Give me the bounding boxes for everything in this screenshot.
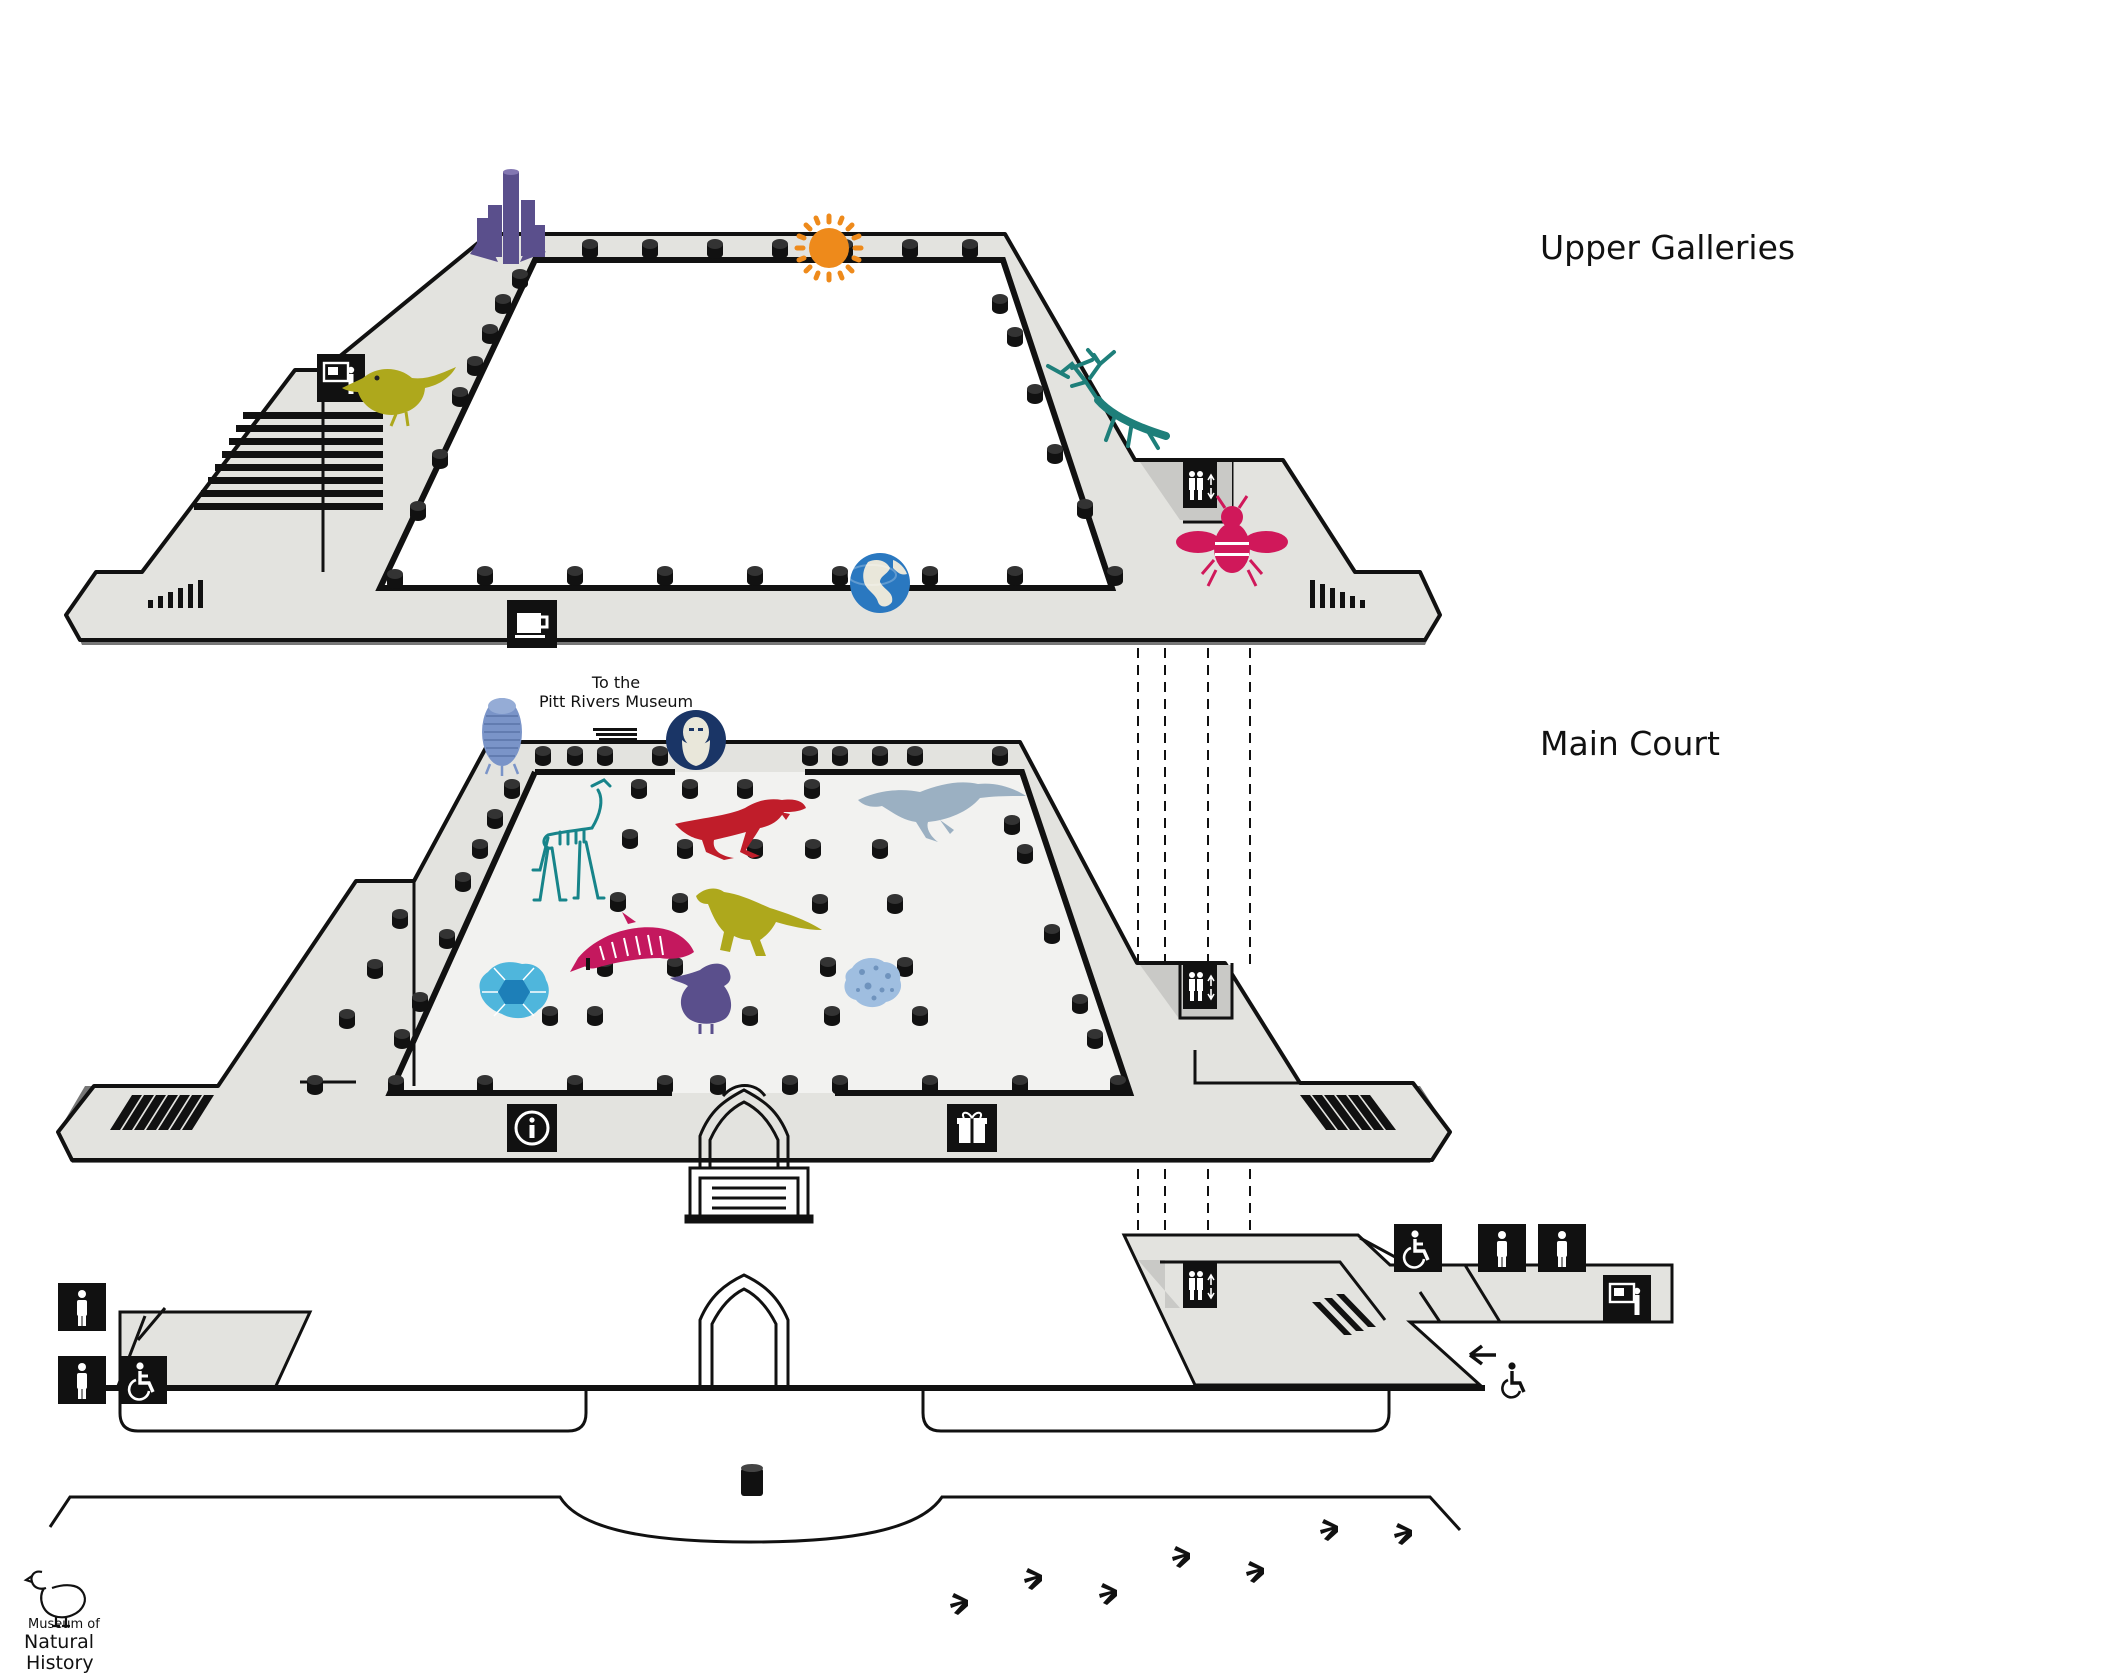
iguanodon-icon — [696, 888, 822, 956]
mineral-icon — [470, 169, 546, 264]
bin-icon — [741, 1464, 763, 1496]
shop-icon — [947, 1104, 997, 1152]
logo-text-line2: Natural — [24, 1631, 95, 1653]
accessible-toilet-icon — [1392, 1222, 1444, 1274]
toilet-icon — [1478, 1224, 1526, 1272]
mantis-icon — [1046, 348, 1170, 450]
cafe-icon — [507, 600, 557, 648]
pitt-rivers-label-line1: To the — [591, 673, 641, 692]
earth-icon — [847, 553, 910, 613]
upper-stairs-west — [194, 412, 383, 510]
lift-icon — [1182, 962, 1218, 1010]
sun-icon — [794, 213, 864, 283]
upper-galleries-label: Upper Galleries — [1540, 228, 1796, 267]
darwin-portrait-icon — [666, 710, 726, 770]
bee-icon — [1176, 495, 1288, 587]
main-stairs-east — [1300, 1095, 1396, 1130]
logo-text-line1: Museum of — [28, 1617, 100, 1632]
upper-galleries-floor — [64, 232, 1442, 645]
accessible-toilet-icon — [117, 1354, 169, 1406]
dodo-icon — [670, 963, 732, 1034]
iguanodon-skeleton-icon — [531, 778, 612, 902]
toilet-icon — [1538, 1224, 1586, 1272]
dodo-logo-icon — [23, 1570, 86, 1628]
main-court-label: Main Court — [1540, 724, 1720, 763]
meteorite-icon — [844, 958, 902, 1008]
lift-icon — [1182, 1261, 1218, 1309]
stairs-icon — [148, 580, 203, 608]
baby-change-icon — [315, 352, 367, 404]
baby-change-icon — [1601, 1273, 1653, 1325]
stairs-icon — [1310, 580, 1365, 608]
dinosaur-footprint-icon — [950, 1519, 1412, 1615]
plesiosaur-icon — [858, 782, 1026, 842]
entrance-porch — [684, 1084, 814, 1224]
accessible-entrance-icon — [1468, 1344, 1526, 1399]
ground-level — [48, 1233, 1674, 1544]
crystal-icon — [479, 962, 549, 1019]
information-icon — [507, 1104, 557, 1152]
bird-icon — [342, 367, 456, 427]
toilet-icon — [58, 1356, 106, 1404]
main-stairs-west — [110, 1095, 214, 1130]
pitt-rivers-stairs — [593, 728, 637, 741]
lift-icon — [1182, 461, 1218, 509]
trilobite-icon — [482, 698, 522, 776]
dolphin-skeleton-icon — [570, 912, 694, 972]
toilet-icon — [58, 1283, 106, 1331]
logo-text-line3: History — [26, 1652, 94, 1674]
pitt-rivers-label-line2: Pitt Rivers Museum — [538, 692, 694, 711]
t-rex-icon — [675, 799, 806, 860]
